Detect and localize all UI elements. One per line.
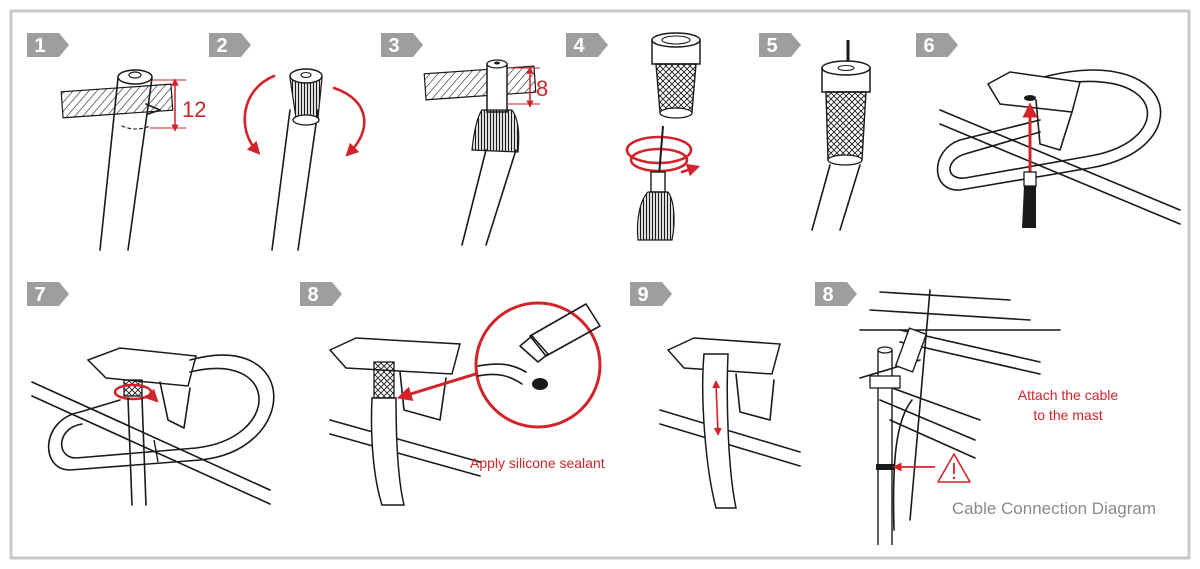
dimension-12: 12: [182, 97, 206, 122]
step-badge-5: 5: [759, 33, 801, 57]
step8a-illustration: Apply silicone sealant: [328, 301, 605, 506]
step1-illustration: 12: [60, 69, 206, 251]
diagram-caption: Cable Connection Diagram: [952, 499, 1156, 518]
step5-illustration: [811, 40, 871, 231]
step-number: 7: [34, 284, 45, 306]
step-badge-9: 9: [630, 282, 672, 306]
step-badge-4: 4: [566, 33, 608, 57]
rotate-arrow-icon: [625, 135, 693, 165]
step6-illustration: [936, 69, 1181, 228]
step-badge-3: 3: [381, 33, 423, 57]
step-badge-8b: 8: [815, 282, 857, 306]
outer-frame: [9, 9, 1191, 560]
step-number: 5: [766, 35, 777, 57]
step9-illustration: [659, 337, 801, 509]
dimension-8: 8: [536, 76, 548, 101]
step4-illustration: [625, 32, 701, 241]
step3-illustration: 8: [423, 59, 548, 246]
step-number: 3: [388, 35, 399, 57]
step2-illustration: [243, 68, 366, 251]
step-number: 8: [307, 284, 318, 306]
sealant-label: Apply silicone sealant: [470, 455, 605, 471]
step-number: 9: [637, 284, 648, 306]
rotate-arrow-icon: [243, 74, 276, 155]
step8b-illustration: Attach the cable to the mast: [859, 289, 1119, 545]
step-number: 1: [34, 35, 45, 57]
step-badge-6: 6: [916, 33, 958, 57]
step-number: 2: [216, 35, 227, 57]
step-badge-2: 2: [209, 33, 251, 57]
step-badge-8a: 8: [300, 282, 342, 306]
step-number: 4: [573, 35, 585, 57]
step7-illustration: [31, 347, 275, 506]
sealant-zoom-circle: [474, 301, 602, 429]
step-badge-1: 1: [27, 33, 69, 57]
mast-label-line1: Attach the cable: [1018, 387, 1119, 403]
warning-triangle-icon: [937, 453, 971, 483]
step-number: 8: [822, 284, 833, 306]
step-number: 6: [923, 35, 934, 57]
mast-label-line2: to the mast: [1033, 407, 1102, 423]
rotate-arrow-icon: [332, 86, 366, 157]
step-badge-7: 7: [27, 282, 69, 306]
